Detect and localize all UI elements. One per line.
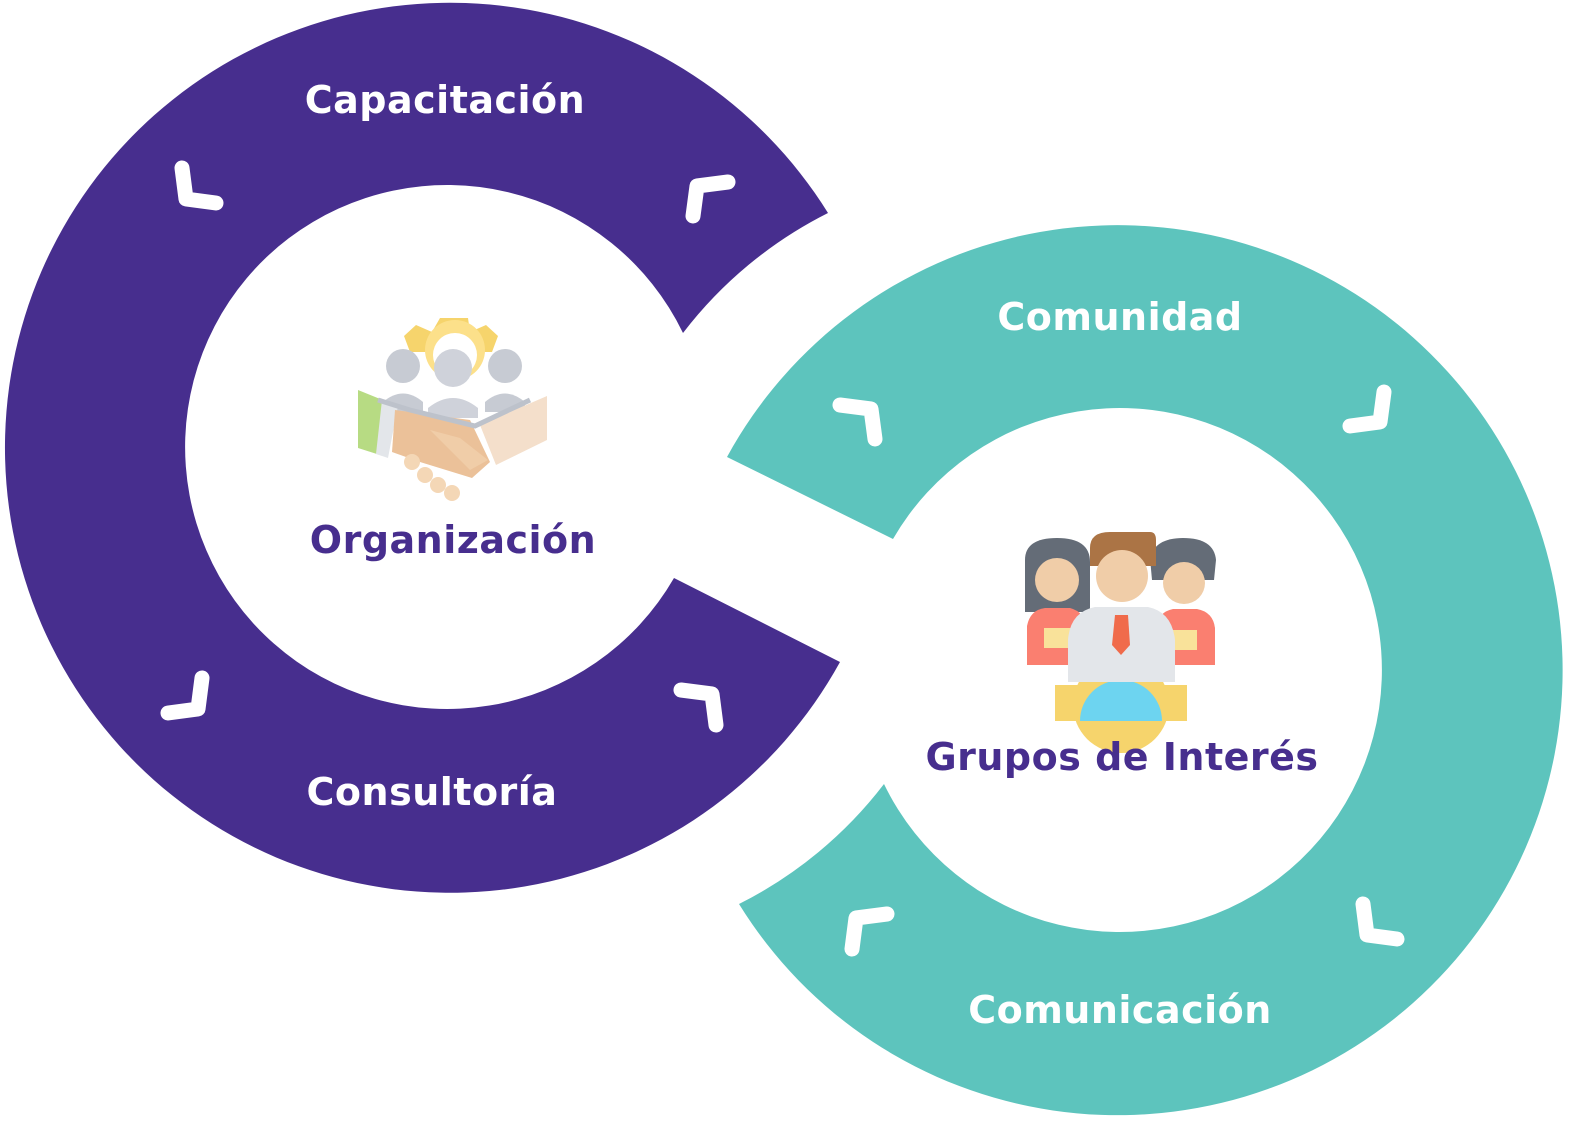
left-ring-bottom-label: Consultoría: [306, 770, 558, 814]
arrow-chevron-icon: [1355, 896, 1405, 947]
right-ring-shape: [727, 225, 1563, 1116]
handshake-team-gear-icon: [358, 318, 547, 501]
left-ring-top-label: Capacitación: [304, 78, 586, 122]
arrow-chevron-icon: [673, 682, 724, 733]
right-ring-top-label: Comunidad: [997, 295, 1243, 339]
stakeholder-group-icon: [1025, 532, 1216, 753]
arrow-chevron-icon: [832, 397, 883, 447]
arrow-chevron-icon: [174, 160, 224, 211]
arrow-chevron-icon: [844, 906, 895, 957]
left-ring-shape: [4, 2, 841, 893]
left-center-label: Organización: [309, 518, 597, 562]
arrow-chevron-icon: [1342, 384, 1392, 434]
right-ring-bottom-label: Comunicación: [968, 988, 1272, 1032]
arrow-chevron-icon: [685, 174, 736, 224]
arrow-chevron-icon: [160, 670, 210, 721]
right-center-label: Grupos de Interés: [925, 735, 1319, 779]
